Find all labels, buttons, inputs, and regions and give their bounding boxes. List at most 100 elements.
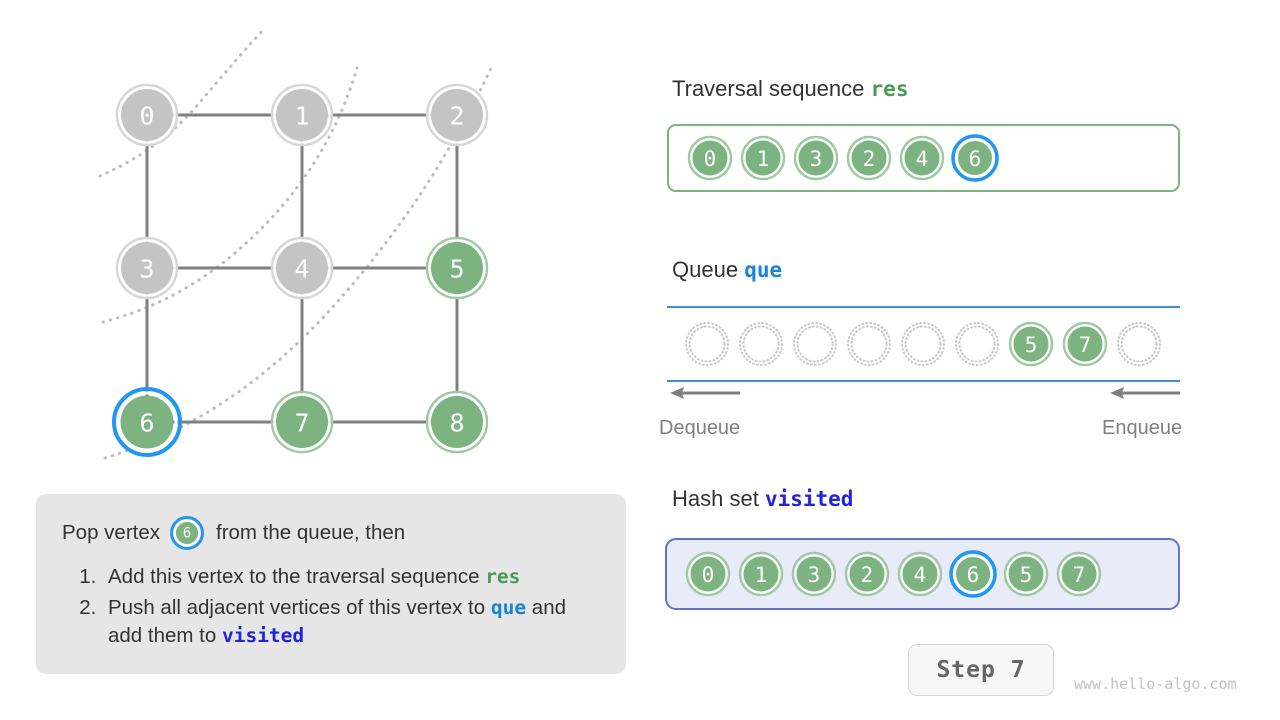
graph-node-body [431,242,483,294]
graph-node-body [431,396,483,448]
explanation-step-1-code: res [485,565,521,588]
graph-node-outer-ring [425,83,489,147]
explanation-vertex-chip-label: 6 [183,526,191,542]
queue-top-rule [667,306,1180,308]
explanation-step-2-code-que: que [490,596,527,620]
graph-node-inner-white-ring [273,239,331,297]
graph-node-outer-ring [270,236,334,300]
visited-chip-6-label: 5 [1020,563,1033,587]
res-chip-3[interactable]: 2 [843,132,895,184]
graph-node-0[interactable]: 0 [115,83,179,147]
queue-chip-7[interactable]: 7 [1059,318,1111,370]
queue-chip-5[interactable] [951,318,1003,370]
graph-node-highlight-ring [112,387,182,457]
queue-bottom-rule [667,380,1180,382]
graph-node-outer-ring [425,390,489,454]
queue-chip-0[interactable] [681,318,733,370]
graph-node-inner-white-ring [116,391,178,453]
graph-node-label: 1 [294,102,309,131]
graph-node-body [276,396,328,448]
queue-chip-1[interactable] [735,318,787,370]
visited-chip-2[interactable]: 3 [788,548,840,600]
res-panel-title-code: res [870,77,909,101]
visited-chip-3[interactable]: 2 [841,548,893,600]
bfs-level-curves [98,28,494,460]
visited-chip-6[interactable]: 5 [1000,548,1052,600]
graph-node-7[interactable]: 7 [270,390,334,454]
explanation-headline: Pop vertex 6 from the queue, then [62,516,600,550]
queue-chip-2[interactable] [789,318,841,370]
graph-node-inner-white-ring [118,239,176,297]
visited-panel-title-text: Hash set [672,486,759,511]
watermark: www.hello-algo.com [1074,675,1237,693]
enqueue-arrow-icon [1110,385,1182,406]
graph-node-1[interactable]: 1 [270,83,334,147]
visited-panel-title: Hash set visited [672,486,853,512]
res-panel-title-text: Traversal sequence [672,76,865,101]
queue-panel-title-code: que [744,258,783,282]
res-chip-1-label: 1 [757,147,770,171]
graph-node-outer-ring [115,83,179,147]
graph-node-label: 8 [449,409,464,438]
graph-node-body [121,242,173,294]
visited-chip-4[interactable]: 4 [894,548,946,600]
visited-chip-4-label: 4 [914,563,927,587]
explanation-step-2-text-after: and add them to [108,596,566,647]
graph-node-inner-white-ring [428,86,486,144]
graph-node-5[interactable]: 5 [425,236,489,300]
queue-chip-6[interactable]: 5 [1005,318,1057,370]
graph-node-body [276,89,328,141]
queue-chip-8[interactable] [1113,318,1165,370]
graph-node-label: 4 [294,255,309,284]
enqueue-label: Enqueue [1102,417,1183,439]
explanation-headline-post: from the queue, then [216,521,406,544]
queue-chip-4[interactable] [897,318,949,370]
step-badge: Step 7 [908,644,1054,696]
graph-node-inner-white-ring [428,239,486,297]
explanation-panel: Pop vertex 6 from the queue, then Add th… [36,494,626,674]
res-chip-2[interactable]: 3 [790,132,842,184]
graph-node-inner-white-ring [118,86,176,144]
explanation-step-2-code-visited: visited [221,623,305,647]
graph-node-outer-ring [115,236,179,300]
queue-chip-7-label: 7 [1079,333,1092,357]
visited-chip-0[interactable]: 0 [682,548,734,600]
graph-node-4[interactable]: 4 [270,236,334,300]
graph-node-3[interactable]: 3 [115,236,179,300]
explanation-step-2-text: Push all adjacent vertices of this verte… [108,596,491,620]
graph-node-outer-ring [270,390,334,454]
graph-node-label: 7 [294,409,309,438]
graph-canvas: 0 1 2 3 4 5 6 7 8 [98,28,494,460]
graph-node-6[interactable]: 6 [112,387,182,457]
res-chip-2-label: 3 [810,147,823,171]
explanation-step-1: Add this vertex to the traversal sequenc… [102,563,600,590]
explanation-step-list: Add this vertex to the traversal sequenc… [62,563,600,649]
res-chip-4-label: 4 [916,147,929,171]
visited-chip-7-label: 7 [1073,563,1086,587]
visited-chip-5[interactable]: 6 [947,548,999,600]
explanation-headline-pre: Pop vertex [62,521,160,544]
res-chip-4[interactable]: 4 [896,132,948,184]
visited-chip-7[interactable]: 7 [1053,548,1105,600]
graph-node-inner-white-ring [428,393,486,451]
visited-chip-1-label: 1 [755,563,768,587]
graph-node-label: 0 [139,102,154,131]
visited-chip-1[interactable]: 1 [735,548,787,600]
res-chip-5[interactable]: 6 [949,132,1001,184]
visited-chip-5-label: 6 [967,563,980,587]
graph-node-label: 2 [449,102,464,131]
res-chip-0[interactable]: 0 [684,132,736,184]
graph-node-8[interactable]: 8 [425,390,489,454]
graph-node-2[interactable]: 2 [425,83,489,147]
queue-chip-3[interactable] [843,318,895,370]
dequeue-label: Dequeue [659,417,741,439]
res-chip-1[interactable]: 1 [737,132,789,184]
queue-panel-title-text: Queue [672,257,739,282]
explanation-vertex-chip: 6 [170,516,204,550]
graph-node-label: 6 [139,409,154,438]
